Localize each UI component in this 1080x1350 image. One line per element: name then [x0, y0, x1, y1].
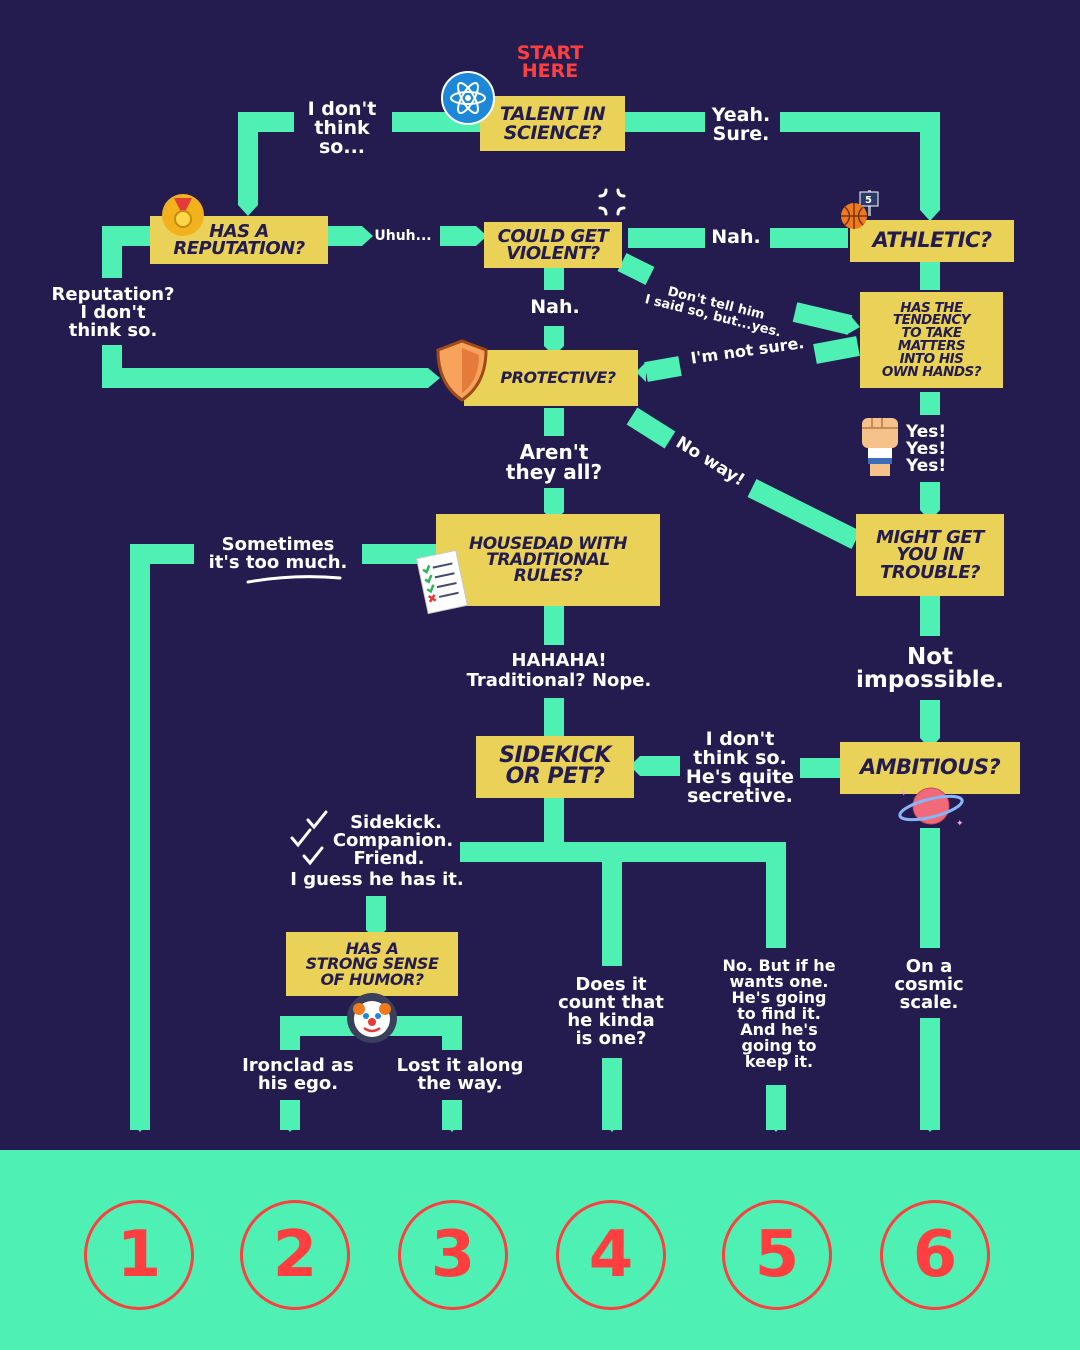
result-6: 6: [880, 1200, 990, 1310]
result-3: 3: [398, 1200, 508, 1310]
arrowhead: [846, 315, 860, 335]
connector-violent-tendency: [617, 253, 655, 285]
arrowhead: [428, 368, 440, 388]
connector-talent-left-down: [238, 112, 294, 205]
label-uhuh: Uhuh...: [374, 228, 432, 244]
arrowhead: [362, 226, 373, 246]
arrowhead: [238, 205, 258, 216]
svg-text:✦: ✦: [956, 819, 964, 829]
node-ambitious: AMBITIOUS?: [840, 742, 1020, 794]
svg-text:5: 5: [865, 195, 872, 206]
label-hahaha-traditional: HAHAHA!Traditional? Nope.: [466, 650, 652, 691]
arrowhead: [920, 210, 940, 221]
arrowhead: [920, 1120, 940, 1132]
arrowhead: [636, 362, 646, 382]
anger-icon: [598, 188, 626, 216]
arrowhead: [130, 1120, 150, 1132]
arrowhead: [280, 1120, 300, 1132]
atom-icon: [441, 71, 495, 125]
fist-icon: [862, 418, 898, 476]
label-nah-athletic: Nah.: [711, 226, 761, 248]
connector-tendency-notsure: [813, 336, 860, 364]
connector-notsure-protective: [644, 356, 682, 382]
label-nah-violent: Nah.: [530, 296, 580, 318]
connector-sometimes-result1: [130, 544, 194, 1130]
connector-noway-trouble: [747, 479, 861, 549]
arrowhead: [630, 756, 640, 776]
shield-icon: [436, 339, 488, 402]
label-sidekick-companion-friend: Sidekick. Companion. Friend. I guess he …: [290, 812, 464, 890]
arrowhead: [442, 1120, 462, 1132]
connector-sidekick-down: [460, 798, 564, 862]
node-protective: PROTECTIVE?: [464, 350, 638, 406]
node-athletic: ATHLETIC?: [850, 220, 1014, 262]
medal-icon: [162, 194, 204, 236]
connector-sidekick-branch: [554, 842, 786, 948]
clown-icon: [347, 993, 397, 1043]
arrowhead: [476, 226, 487, 246]
checklist-icon: [416, 549, 468, 615]
connector-protective-noway: [626, 407, 676, 449]
label-yes-yes-yes: Yes!Yes!Yes!: [906, 422, 947, 476]
planet-icon: ✦ ✦: [898, 787, 964, 829]
result-4: 4: [556, 1200, 666, 1310]
connector-reputation-protective: [102, 345, 428, 388]
arrowhead: [766, 1120, 786, 1132]
label-yeah-sure: Yeah.Sure.: [711, 104, 771, 145]
result-2: 2: [240, 1200, 350, 1310]
connector-yeah-athletic: [780, 112, 940, 210]
result-5: 5: [722, 1200, 832, 1310]
svg-text:✦: ✦: [900, 789, 908, 799]
connector-reputation-down: [102, 226, 150, 278]
basketball-icon: 5: [841, 190, 879, 229]
underline-swoosh: [246, 575, 342, 584]
arrowhead: [602, 1120, 622, 1132]
result-1: 1: [84, 1200, 194, 1310]
checkmarks-icon: [290, 810, 328, 866]
connector-dont-tell-tendency: [792, 302, 853, 335]
